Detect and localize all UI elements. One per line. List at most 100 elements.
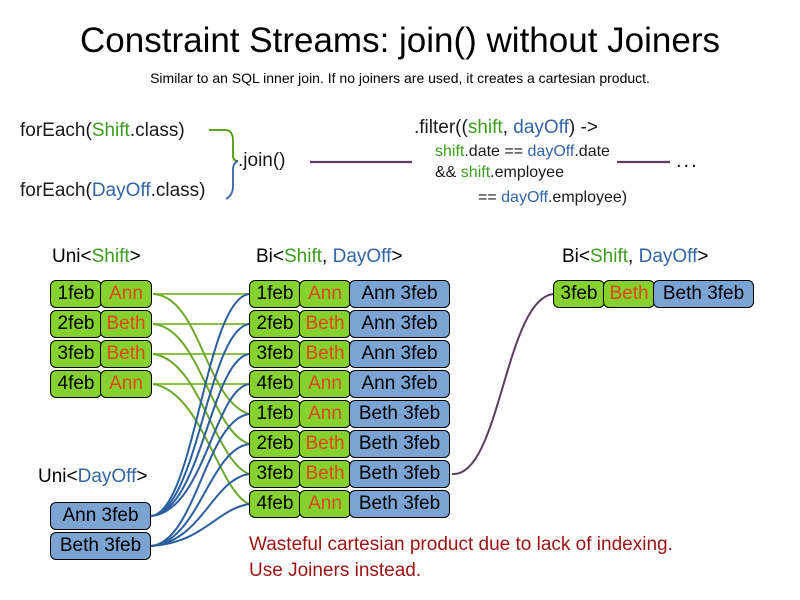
uni-shift-suffix: > — [129, 246, 141, 267]
cartesian-shift-name: Ann — [299, 400, 351, 428]
wire-shift-curve-2 — [152, 323, 250, 445]
cartesian-dayoff: Beth 3feb — [349, 400, 450, 428]
shift-row[interactable]: 3feb Beth — [50, 340, 152, 368]
bi-right-type1: Shift — [590, 246, 629, 267]
shift-date: 2feb — [50, 310, 102, 338]
code-filter-line2: shift.date == dayOff.date — [435, 143, 610, 161]
cartesian-shift-date: 4feb — [249, 370, 301, 398]
wire-shift-curve-1 — [152, 293, 250, 415]
page-title: Constraint Streams: join() without Joine… — [80, 21, 720, 60]
shift-row[interactable]: 1feb Ann — [50, 280, 152, 308]
bi-middle-comma: , — [322, 246, 333, 267]
bi-middle-prefix: Bi< — [256, 246, 284, 267]
wire-shift-curve-3 — [152, 353, 250, 475]
uni-shift-prefix: Uni< — [52, 246, 92, 267]
dayoff-row[interactable]: Ann 3feb — [50, 502, 151, 530]
foreach-shift-suffix: .class) — [129, 120, 185, 141]
wire-dayoff-beth-7 — [150, 473, 250, 547]
shift-name: Ann — [100, 370, 152, 398]
cartesian-dayoff: Beth 3feb — [349, 460, 450, 488]
filter-line2-shift: shift — [435, 143, 465, 160]
label-bi-right: Bi<Shift, DayOff> — [562, 246, 708, 268]
cartesian-row[interactable]: 1feb Ann Beth 3feb — [249, 400, 450, 428]
cartesian-shift-date: 4feb — [249, 490, 301, 518]
filter-line3-and: && — [435, 164, 461, 181]
page-subtitle: Similar to an SQL inner join. If no join… — [150, 70, 650, 86]
wire-dayoff-beth-8 — [150, 503, 250, 547]
shift-row[interactable]: 4feb Ann — [50, 370, 152, 398]
shift-name: Ann — [100, 280, 152, 308]
cartesian-row[interactable]: 3feb Beth Beth 3feb — [249, 460, 450, 488]
cartesian-row[interactable]: 2feb Beth Ann 3feb — [249, 310, 450, 338]
code-filter-line4: == dayOff.employee) — [478, 189, 627, 207]
cartesian-shift-name: Beth — [299, 310, 351, 338]
filter-line3-shift: shift — [460, 164, 491, 181]
cartesian-row[interactable]: 1feb Ann Ann 3feb — [249, 280, 450, 308]
result-dayoff: Beth 3feb — [653, 280, 754, 308]
wire-dayoff-beth-6 — [150, 443, 250, 547]
bi-middle-type2: DayOff — [332, 246, 392, 267]
cartesian-shift-date: 3feb — [249, 340, 301, 368]
shift-name: Beth — [100, 340, 152, 368]
wire-dayoff-to-join — [225, 160, 239, 200]
uni-dayoff-prefix: Uni< — [38, 466, 78, 487]
cartesian-dayoff: Ann 3feb — [349, 340, 450, 368]
uni-shift-type: Shift — [91, 246, 130, 267]
wire-dayoff-ann-1 — [150, 293, 250, 517]
cartesian-shift-date: 1feb — [249, 400, 301, 428]
filter-line1-open: .filter(( — [414, 117, 468, 138]
cartesian-shift-name: Beth — [299, 340, 351, 368]
code-join-call: .join() — [238, 150, 286, 171]
cartesian-shift-date: 2feb — [249, 310, 301, 338]
cartesian-dayoff: Ann 3feb — [349, 310, 450, 338]
filter-line4-dayoff: dayOff — [501, 189, 548, 206]
cartesian-row[interactable]: 4feb Ann Ann 3feb — [249, 370, 450, 398]
uni-dayoff-suffix: > — [136, 466, 148, 487]
dayoff-label: Beth 3feb — [50, 532, 151, 560]
foreach-shift-type: Shift — [91, 120, 130, 141]
cartesian-shift-name: Ann — [299, 280, 351, 308]
cartesian-dayoff: Ann 3feb — [349, 370, 450, 398]
uni-dayoff-type: DayOff — [77, 466, 137, 487]
filter-line2-mid: .date == — [464, 143, 528, 160]
label-bi-middle: Bi<Shift, DayOff> — [256, 246, 402, 268]
dayoff-row[interactable]: Beth 3feb — [50, 532, 151, 560]
cartesian-shift-name: Beth — [299, 430, 351, 458]
warning-line-2: Use Joiners instead. — [249, 560, 422, 581]
bi-middle-type1: Shift — [284, 246, 323, 267]
shift-date: 3feb — [50, 340, 102, 368]
code-filter-line3: && shift.employee — [435, 164, 564, 182]
filter-line2-end: .date — [574, 143, 610, 160]
wire-shift-to-join — [209, 129, 239, 162]
bi-middle-suffix: > — [391, 246, 403, 267]
cartesian-row[interactable]: 2feb Beth Beth 3feb — [249, 430, 450, 458]
cartesian-shift-date: 2feb — [249, 430, 301, 458]
code-foreach-shift: forEach(Shift.class) — [20, 120, 185, 142]
result-row[interactable]: 3feb Beth Beth 3feb — [553, 280, 754, 308]
cartesian-shift-name: Beth — [299, 460, 351, 488]
wire-dayoff-ann-2 — [150, 323, 250, 517]
code-foreach-dayoff: forEach(DayOff.class) — [20, 180, 206, 202]
cartesian-row[interactable]: 3feb Beth Ann 3feb — [249, 340, 450, 368]
shift-row[interactable]: 2feb Beth — [50, 310, 152, 338]
cartesian-shift-name: Ann — [299, 490, 351, 518]
bi-right-prefix: Bi< — [562, 246, 590, 267]
bi-right-comma: , — [628, 246, 639, 267]
bi-right-type2: DayOff — [638, 246, 698, 267]
shift-name: Beth — [100, 310, 152, 338]
dayoff-label: Ann 3feb — [50, 502, 151, 530]
filter-line3-end: .employee — [490, 164, 564, 181]
foreach-dayoff-suffix: .class) — [150, 180, 206, 201]
wire-dayoff-ann-3 — [150, 353, 250, 517]
cartesian-row[interactable]: 4feb Ann Beth 3feb — [249, 490, 450, 518]
wire-dayoff-beth-5 — [150, 413, 250, 547]
result-shift-date: 3feb — [553, 280, 605, 308]
filter-line4-end: .employee) — [547, 189, 628, 206]
cartesian-dayoff: Ann 3feb — [349, 280, 450, 308]
bi-right-suffix: > — [697, 246, 709, 267]
warning-line-1: Wasteful cartesian product due to lack o… — [249, 534, 673, 555]
foreach-dayoff-prefix: forEach( — [20, 180, 92, 201]
wire-shift-curve-4 — [152, 383, 250, 505]
cartesian-dayoff: Beth 3feb — [349, 430, 450, 458]
